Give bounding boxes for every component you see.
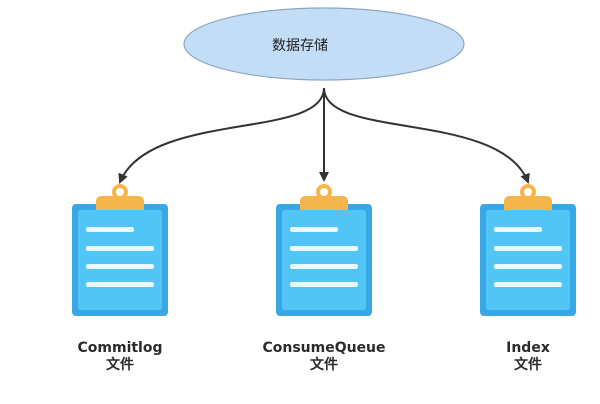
- node-caption-consumequeue: ConsumeQueue 文件: [234, 340, 414, 374]
- node-sub: 文件: [310, 357, 338, 373]
- node-name: Index: [506, 340, 550, 356]
- node-name: Commitlog: [77, 340, 163, 356]
- node-caption-commitlog: Commitlog 文件: [30, 340, 210, 374]
- connector-commitlog: [118, 87, 325, 184]
- root-ellipse: [183, 7, 465, 81]
- node-name: ConsumeQueue: [262, 340, 386, 356]
- node-caption-index: Index 文件: [438, 340, 600, 374]
- root-label: 数据存储: [272, 38, 328, 54]
- clipboard-icon-commitlog: [72, 184, 168, 316]
- node-sub: 文件: [514, 357, 542, 373]
- clipboard-icon-consumequeue: [276, 184, 372, 316]
- node-sub: 文件: [106, 357, 134, 373]
- connector-index: [323, 87, 530, 184]
- clipboard-icon-index: [480, 184, 576, 316]
